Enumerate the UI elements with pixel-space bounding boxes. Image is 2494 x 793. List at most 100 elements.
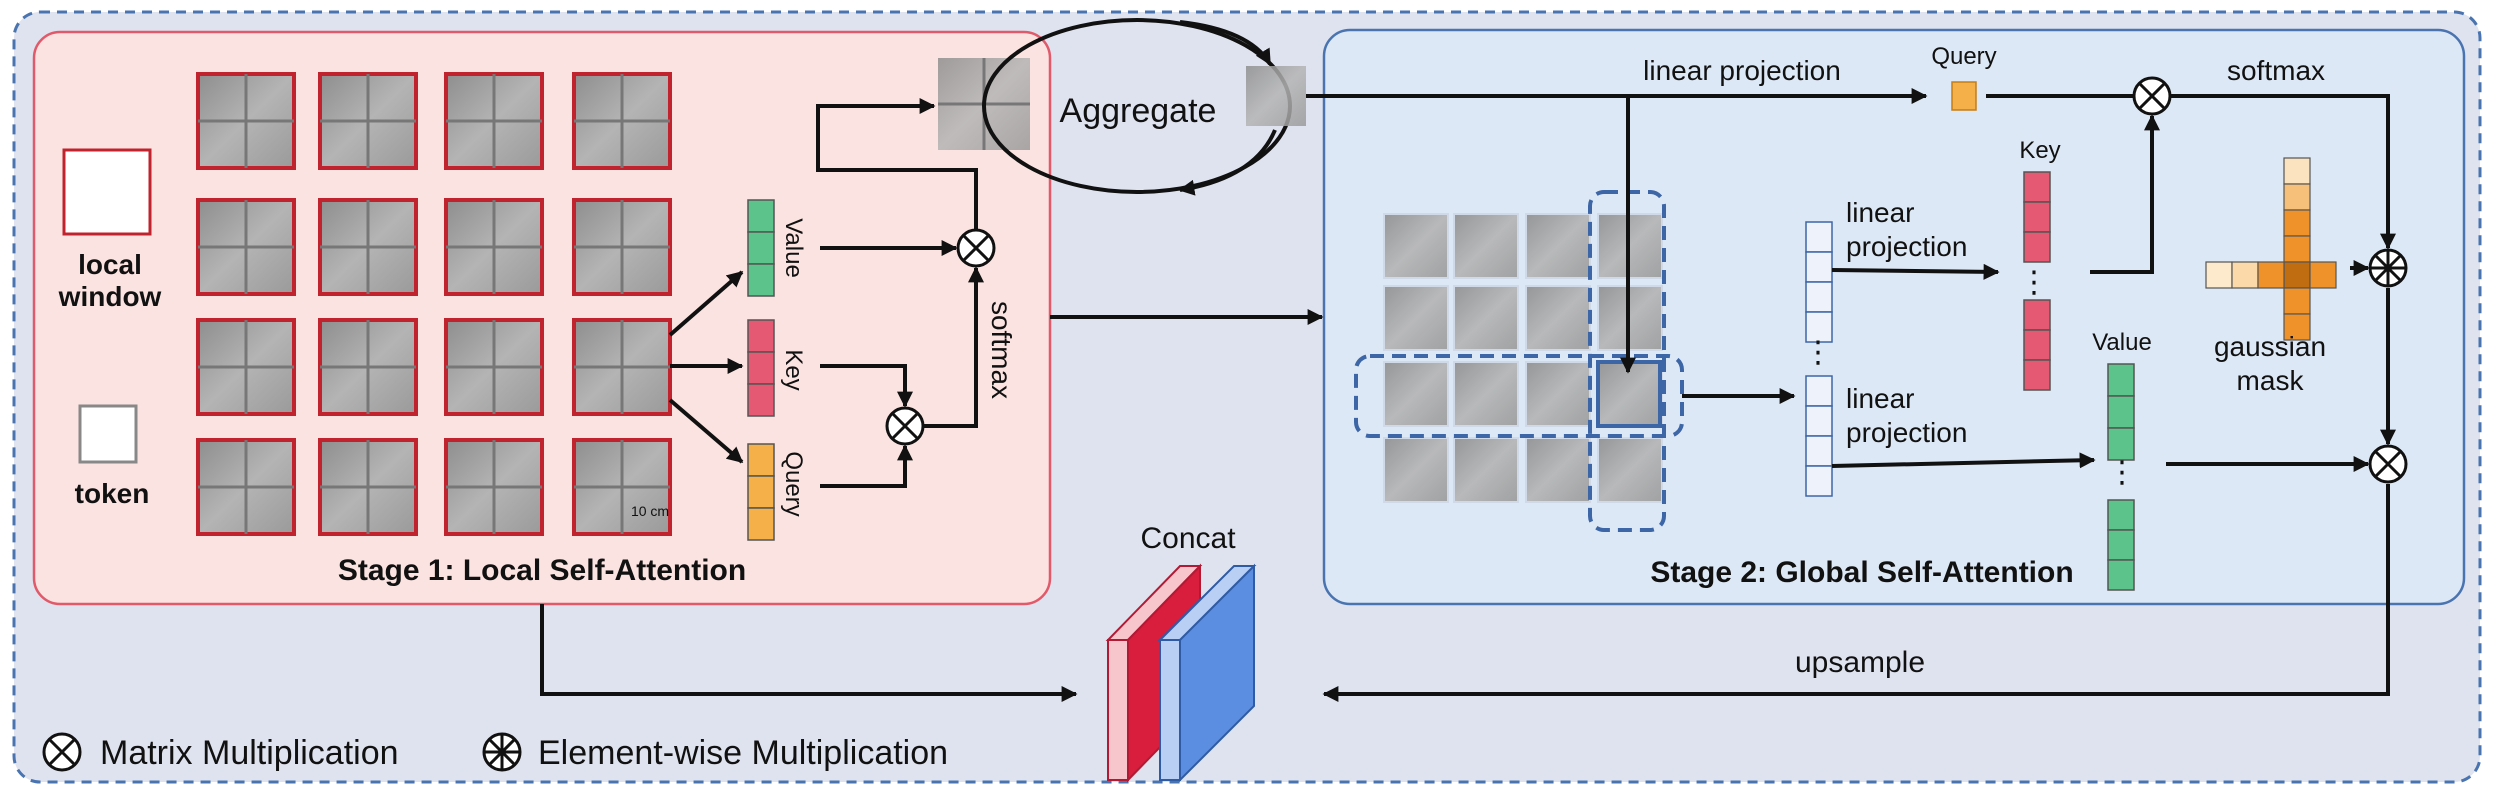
stage2-value-vectors bbox=[2107, 363, 2135, 591]
stage1-value-label: Value bbox=[780, 218, 807, 278]
vector-cell bbox=[2023, 359, 2051, 391]
upsample-label: upsample bbox=[1795, 646, 1925, 679]
local-window-grid bbox=[196, 72, 672, 536]
local-window bbox=[444, 72, 544, 170]
stage1-matmul-qk-icon bbox=[885, 406, 925, 446]
stage2-value-label: Value bbox=[2092, 329, 2152, 356]
linear-projection-value-2: projection bbox=[1846, 417, 1967, 448]
vector-cell bbox=[1805, 375, 1833, 407]
global-token bbox=[1525, 213, 1591, 279]
vector-cell bbox=[747, 263, 775, 297]
gaussian-mask-icon bbox=[2205, 157, 2337, 341]
vector-cell bbox=[1805, 311, 1833, 343]
vector-cell bbox=[747, 319, 775, 353]
global-token bbox=[1525, 437, 1591, 503]
elementwise-multiplication-legend-icon bbox=[482, 732, 522, 772]
stage1-title: Stage 1: Local Self-Attention bbox=[338, 554, 746, 587]
matrix-multiplication-label: Matrix Multiplication bbox=[100, 734, 399, 772]
vector-cell bbox=[747, 383, 775, 417]
vector-cell bbox=[2023, 171, 2051, 203]
linear-projection-key-1: linear bbox=[1846, 197, 1914, 228]
aggregate-label: Aggregate bbox=[1060, 92, 1217, 130]
stage1-query-vector bbox=[747, 443, 775, 541]
vector-cell bbox=[747, 351, 775, 385]
row-window-highlight bbox=[1354, 354, 1684, 438]
vector-cell bbox=[1805, 221, 1833, 253]
stage2-key-label: Key bbox=[2019, 137, 2060, 164]
vector-cell bbox=[1805, 251, 1833, 283]
local-window bbox=[318, 318, 418, 416]
vector-cell bbox=[1805, 465, 1833, 497]
vector-cell bbox=[2107, 427, 2135, 461]
global-token bbox=[1453, 285, 1519, 351]
matrix-multiplication-legend-icon bbox=[42, 732, 82, 772]
token-legend-box bbox=[78, 404, 138, 464]
local-window-legend-box bbox=[62, 148, 152, 236]
aggregate-input-patch bbox=[938, 58, 1030, 150]
vector-cell bbox=[2023, 329, 2051, 361]
local-window bbox=[196, 318, 296, 416]
linear-projection-query-label: linear projection bbox=[1643, 55, 1841, 86]
local-window-label-2: window bbox=[58, 281, 162, 312]
stage2-projected-tokens-bottom bbox=[1805, 375, 1833, 497]
stage1-key-label: Key bbox=[780, 349, 807, 390]
stage2-softmax-label: softmax bbox=[2227, 55, 2325, 86]
stage2-dots-left: ⋮ bbox=[1803, 336, 1833, 369]
patch-scale-label: 10 cm bbox=[631, 503, 669, 519]
vector-cell bbox=[747, 199, 775, 233]
local-window bbox=[318, 198, 418, 296]
stage2-key-vectors bbox=[2023, 171, 2051, 391]
local-window bbox=[572, 318, 672, 416]
vector-cell bbox=[747, 475, 775, 509]
local-window bbox=[444, 318, 544, 416]
vector-cell bbox=[2107, 363, 2135, 397]
stage2-matmul-qk-icon bbox=[2132, 76, 2172, 116]
token-label: token bbox=[75, 478, 150, 509]
vector-cell bbox=[1805, 281, 1833, 313]
stage1-query-label: Query bbox=[780, 451, 807, 516]
local-window bbox=[444, 438, 544, 536]
stage1-matmul-v-icon bbox=[956, 228, 996, 268]
local-window bbox=[572, 198, 672, 296]
global-token bbox=[1453, 213, 1519, 279]
local-window bbox=[196, 72, 296, 170]
concat-label: Concat bbox=[1140, 522, 1236, 555]
stage1-key-vector bbox=[747, 319, 775, 417]
vector-cell bbox=[2107, 395, 2135, 429]
local-window-label-1: local bbox=[78, 249, 142, 280]
vector-cell bbox=[2107, 559, 2135, 591]
vector-cell bbox=[1805, 435, 1833, 467]
local-window bbox=[444, 198, 544, 296]
vector-cell bbox=[747, 443, 775, 477]
global-token bbox=[1525, 285, 1591, 351]
aggregated-token bbox=[1246, 66, 1306, 126]
local-window bbox=[196, 438, 296, 536]
local-window bbox=[318, 72, 418, 170]
stage2-dots-value: ⋮ bbox=[2107, 456, 2137, 489]
global-token bbox=[1383, 361, 1449, 427]
vector-cell bbox=[1805, 405, 1833, 437]
global-token bbox=[1453, 437, 1519, 503]
stage2-token-grid bbox=[1383, 213, 1663, 503]
local-window bbox=[572, 72, 672, 170]
global-token bbox=[1525, 361, 1591, 427]
local-window bbox=[572, 438, 672, 536]
vector-cell bbox=[2107, 499, 2135, 531]
stage1-value-vector bbox=[747, 199, 775, 297]
stage2-query-label: Query bbox=[1931, 43, 1996, 70]
stage2-dots-key: ⋮ bbox=[2019, 266, 2049, 299]
local-window bbox=[196, 198, 296, 296]
stage2-title: Stage 2: Global Self-Attention bbox=[1650, 556, 2073, 589]
stage1-softmax-label: softmax bbox=[986, 301, 1017, 399]
local-window bbox=[318, 438, 418, 536]
vector-cell bbox=[2107, 529, 2135, 561]
vector-cell bbox=[2023, 299, 2051, 331]
vector-cell bbox=[2023, 201, 2051, 233]
linear-projection-value-1: linear bbox=[1846, 383, 1914, 414]
gaussian-mask-label-2: mask bbox=[2237, 365, 2305, 396]
stage2-elementwise-mask-icon bbox=[2368, 248, 2408, 288]
global-token bbox=[1383, 285, 1449, 351]
global-token bbox=[1383, 437, 1449, 503]
gaussian-mask-label-1: gaussian bbox=[2214, 331, 2326, 362]
